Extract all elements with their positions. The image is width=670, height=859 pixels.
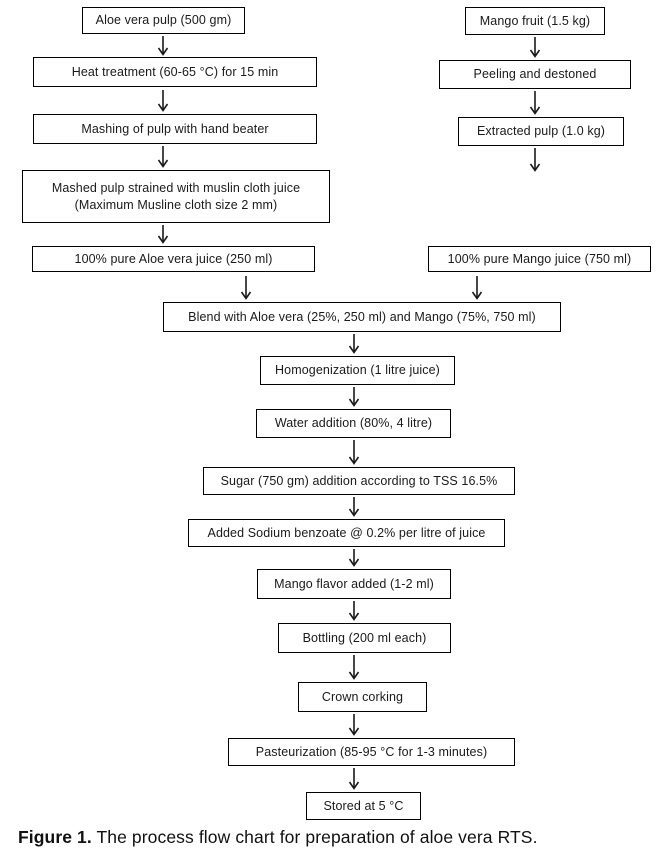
down-arrow-icon <box>156 90 170 112</box>
node-pasteurization: Pasteurization (85-95 °C for 1-3 minutes… <box>228 738 515 766</box>
down-arrow-icon <box>347 655 361 680</box>
node-mango-juice: 100% pure Mango juice (750 ml) <box>428 246 651 272</box>
node-homogenization: Homogenization (1 litre juice) <box>260 356 455 385</box>
node-label: Bottling (200 ml each) <box>302 630 427 645</box>
node-aloe-vera-juice: 100% pure Aloe vera juice (250 ml) <box>32 246 315 272</box>
down-arrow-icon <box>347 768 361 790</box>
node-mashed-pulp-strained: Mashed pulp strained with muslin cloth j… <box>22 170 330 223</box>
figure-caption: Figure 1. The process flow chart for pre… <box>18 827 538 848</box>
node-extracted-pulp: Extracted pulp (1.0 kg) <box>458 117 624 146</box>
down-arrow-icon <box>156 225 170 244</box>
node-label: Stored at 5 °C <box>323 798 404 813</box>
down-arrow-icon <box>528 148 542 172</box>
down-arrow-icon <box>347 387 361 407</box>
node-label: Heat treatment (60-65 °C) for 15 min <box>71 64 279 79</box>
down-arrow-icon <box>156 36 170 56</box>
node-mashing: Mashing of pulp with hand beater <box>33 114 317 144</box>
node-label: Added Sodium benzoate @ 0.2% per litre o… <box>207 525 486 540</box>
node-label: Blend with Aloe vera (25%, 250 ml) and M… <box>188 309 536 324</box>
down-arrow-icon <box>239 276 253 300</box>
node-label: Mango flavor added (1-2 ml) <box>274 576 434 591</box>
figure-caption-text: The process flow chart for preparation o… <box>91 827 538 847</box>
node-sugar-addition: Sugar (750 gm) addition according to TSS… <box>203 467 515 495</box>
node-label: Sugar (750 gm) addition according to TSS… <box>220 473 498 488</box>
node-label: Mango fruit (1.5 kg) <box>479 13 591 28</box>
node-mango-fruit: Mango fruit (1.5 kg) <box>465 7 605 35</box>
node-label-line2: (Maximum Musline cloth size 2 mm) <box>74 197 278 212</box>
node-label: Mashing of pulp with hand beater <box>81 121 269 136</box>
node-label: Homogenization (1 litre juice) <box>275 363 440 378</box>
node-label: Aloe vera pulp (500 gm) <box>95 13 232 28</box>
figure-caption-label: Figure 1. <box>18 827 92 847</box>
node-blend: Blend with Aloe vera (25%, 250 ml) and M… <box>163 302 561 332</box>
node-label: Pasteurization (85-95 °C for 1-3 minutes… <box>255 744 488 759</box>
down-arrow-icon <box>347 549 361 567</box>
node-label: Peeling and destoned <box>473 67 597 82</box>
down-arrow-icon <box>347 440 361 465</box>
node-label: Crown corking <box>321 689 404 704</box>
node-label: 100% pure Aloe vera juice (250 ml) <box>74 251 273 266</box>
node-peeling-destoned: Peeling and destoned <box>439 60 631 89</box>
node-bottling: Bottling (200 ml each) <box>278 623 451 653</box>
down-arrow-icon <box>156 146 170 168</box>
down-arrow-icon <box>347 601 361 621</box>
node-mango-flavor: Mango flavor added (1-2 ml) <box>257 569 451 599</box>
node-water-addition: Water addition (80%, 4 litre) <box>256 409 451 438</box>
down-arrow-icon <box>347 714 361 736</box>
node-sodium-benzoate: Added Sodium benzoate @ 0.2% per litre o… <box>188 519 505 547</box>
node-label: Water addition (80%, 4 litre) <box>274 416 433 431</box>
down-arrow-icon <box>470 276 484 300</box>
node-stored: Stored at 5 °C <box>306 792 421 820</box>
node-label: Extracted pulp (1.0 kg) <box>476 124 606 139</box>
down-arrow-icon <box>528 37 542 58</box>
node-crown-corking: Crown corking <box>298 682 427 712</box>
down-arrow-icon <box>347 334 361 354</box>
node-heat-treatment: Heat treatment (60-65 °C) for 15 min <box>33 57 317 87</box>
node-label: 100% pure Mango juice (750 ml) <box>447 251 632 266</box>
node-aloe-vera-pulp: Aloe vera pulp (500 gm) <box>82 7 245 34</box>
node-label-line1: Mashed pulp strained with muslin cloth j… <box>51 181 301 196</box>
down-arrow-icon <box>347 497 361 517</box>
down-arrow-icon <box>528 91 542 115</box>
